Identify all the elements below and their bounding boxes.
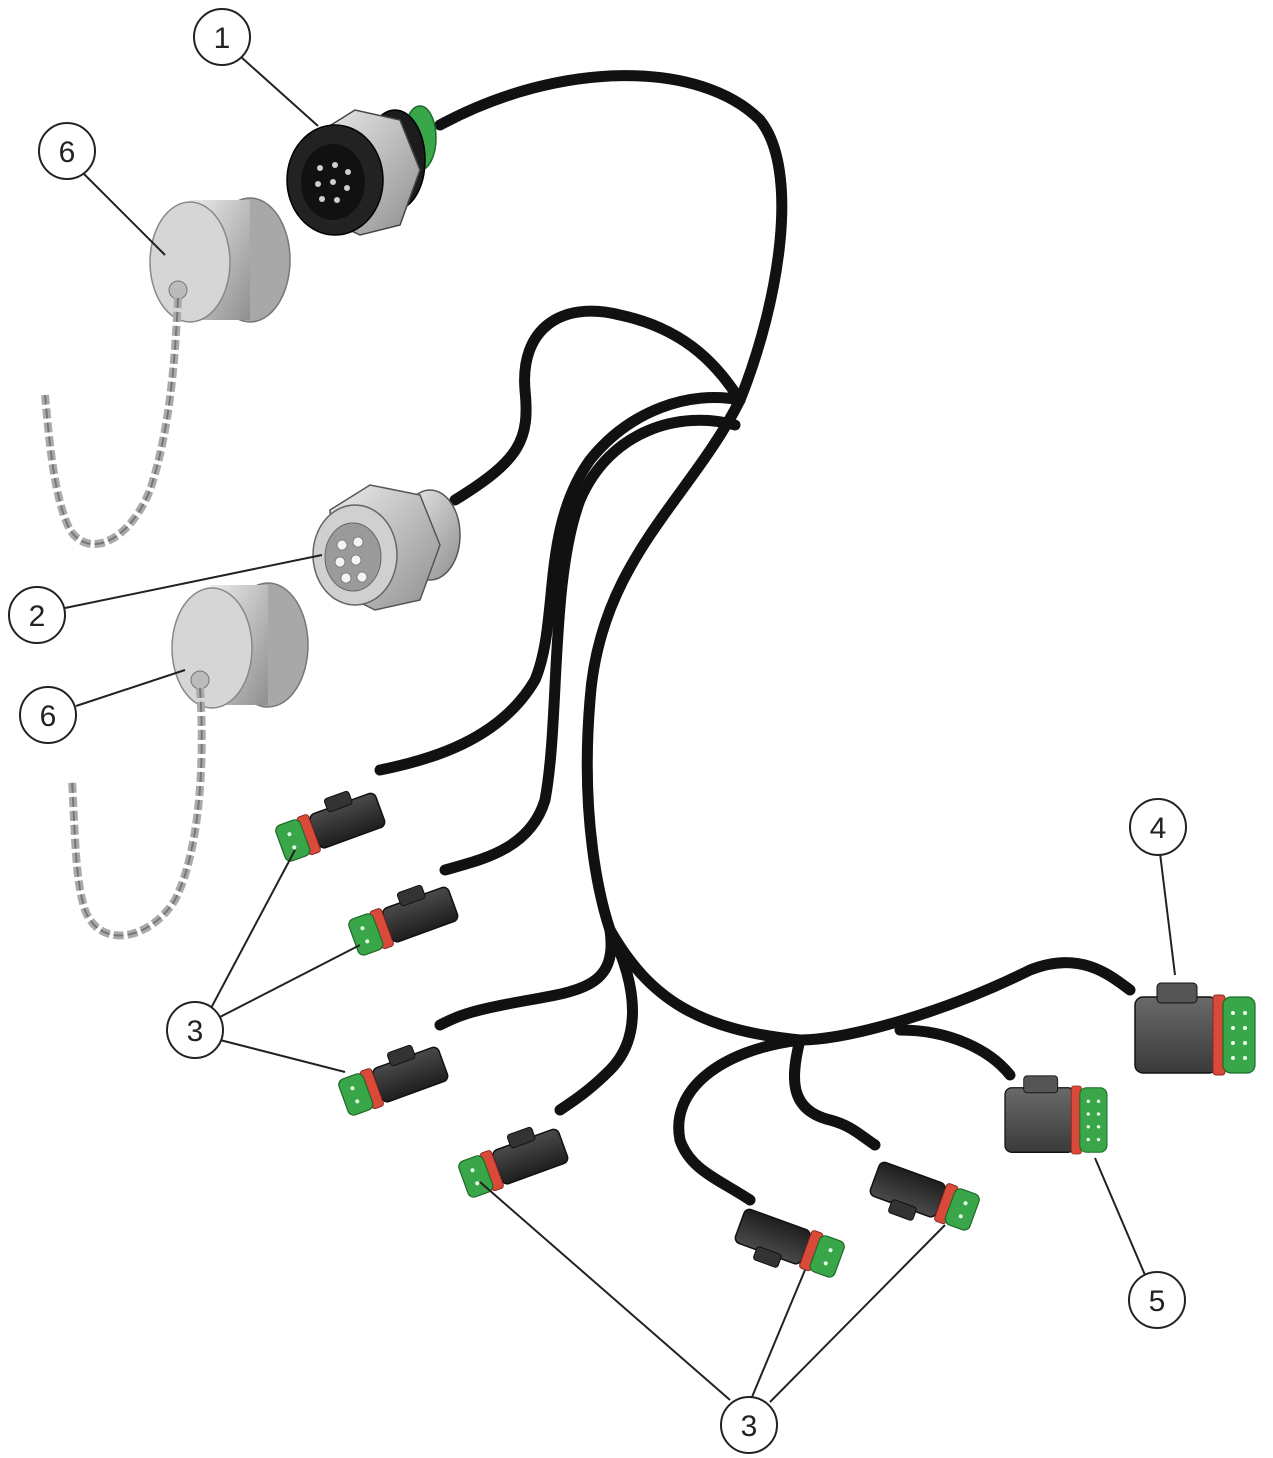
cable-branch-f	[673, 1034, 806, 1206]
cable-to-connector-2	[449, 305, 746, 506]
callout-4-label: 4	[1150, 812, 1167, 845]
cable-branch-g	[789, 1034, 881, 1151]
callout-3-left: 3	[166, 1001, 224, 1059]
circular-receptacle-2	[312, 484, 461, 611]
callout-6-lower-label: 6	[40, 700, 57, 733]
retaining-chain-lower-outline	[71, 687, 203, 937]
callout-3-left-label: 3	[187, 1015, 204, 1048]
leader-lines	[64, 56, 1176, 1403]
dt-2pin-connector-e	[729, 1205, 848, 1288]
dt-2pin-connector-d	[453, 1117, 571, 1201]
callout-3-bottom-label: 3	[741, 1410, 758, 1443]
dt-2pin-connector-a	[270, 781, 388, 865]
dt-8pin-connector-4	[1134, 982, 1256, 1076]
dt-2pin-connector-b	[343, 875, 461, 959]
callout-3-bottom: 3	[720, 1396, 778, 1454]
cable-main-trunk	[434, 70, 788, 936]
callout-2-label: 2	[29, 600, 46, 633]
callout-6-upper-label: 6	[59, 136, 76, 169]
cable-branch-e	[604, 924, 1136, 1046]
callout-6-lower: 6	[19, 686, 77, 744]
callout-1-label: 1	[214, 22, 231, 55]
dust-cap-lower	[171, 582, 309, 709]
dust-cap-upper	[149, 197, 291, 323]
callout-6-upper: 6	[38, 122, 96, 180]
retaining-chain-lower	[68, 687, 206, 940]
cable-branch-h	[894, 1024, 1016, 1081]
dt-2pin-connector-f	[864, 1158, 983, 1241]
callout-5-label: 5	[1149, 1285, 1166, 1318]
callout-4: 4	[1129, 798, 1187, 856]
cable-branch-a	[374, 392, 746, 776]
retaining-chain-upper	[41, 297, 182, 549]
circular-receptacle-1	[286, 105, 437, 236]
cable-branch-b	[439, 414, 741, 876]
callout-1: 1	[193, 8, 251, 66]
retaining-chain-upper-outline	[44, 297, 179, 546]
dt-6pin-connector-5	[1004, 1075, 1108, 1155]
harness-cables	[374, 70, 1136, 1206]
callout-5: 5	[1128, 1271, 1186, 1329]
callout-2: 2	[8, 586, 66, 644]
cable-branch-d	[554, 924, 638, 1116]
cable-branch-c	[434, 924, 617, 1031]
dt-2pin-connector-c	[333, 1035, 451, 1119]
